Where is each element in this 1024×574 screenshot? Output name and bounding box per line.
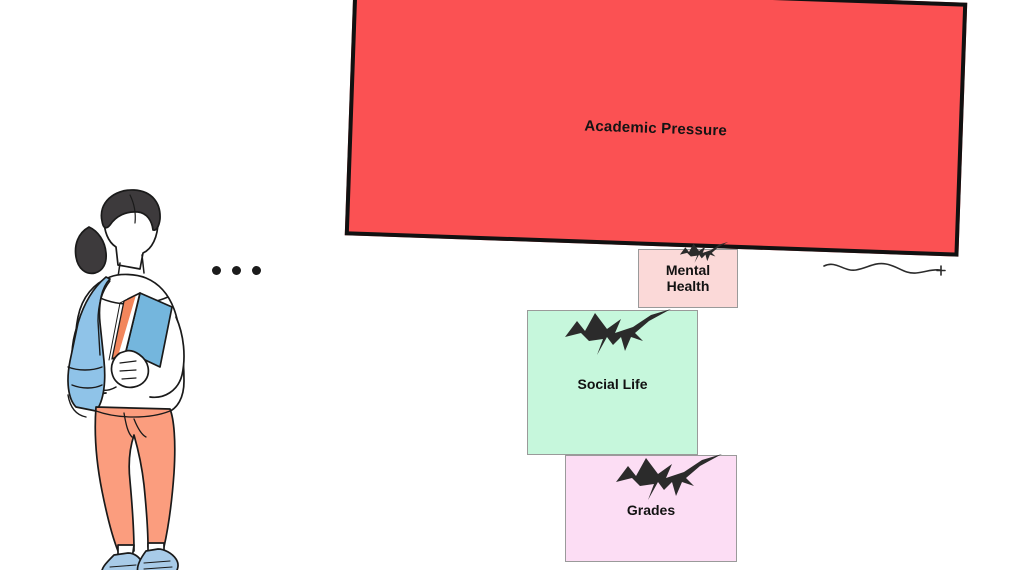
academic-pressure-label: Academic Pressure xyxy=(584,117,728,140)
category-box-social-life[interactable]: Social Life xyxy=(527,307,698,455)
backpack xyxy=(67,276,111,418)
shoe-right xyxy=(136,548,179,570)
pant-fold-2 xyxy=(133,418,147,438)
pant-fold-1 xyxy=(123,412,133,438)
crack-icon xyxy=(563,307,675,364)
ellipsis-dot xyxy=(252,266,261,275)
pants xyxy=(94,406,176,552)
arm-right xyxy=(149,316,185,399)
hair-part-line xyxy=(129,194,136,224)
waistline xyxy=(95,410,171,418)
hands xyxy=(110,349,150,389)
ellipsis-dot xyxy=(232,266,241,275)
category-label-social-life: Social Life xyxy=(577,376,648,392)
ellipsis-dots xyxy=(212,266,261,275)
category-label-mental-health: Mental Health xyxy=(639,262,737,294)
category-label-grades: Grades xyxy=(626,502,676,518)
hair-top xyxy=(100,189,161,231)
book xyxy=(108,292,173,368)
student-illustration xyxy=(48,185,208,570)
shoe-left xyxy=(101,552,144,570)
hair-ponytail xyxy=(74,226,107,275)
category-label-line2: Health xyxy=(666,278,710,295)
plus-icon xyxy=(936,265,946,276)
academic-pressure-block[interactable]: Academic Pressure xyxy=(344,0,968,257)
category-box-mental-health[interactable]: Mental Health xyxy=(638,241,738,308)
category-label-line1: Mental xyxy=(665,262,711,278)
ellipsis-dot xyxy=(212,266,221,275)
category-box-grades[interactable]: Grades xyxy=(565,452,737,562)
crack-icon xyxy=(614,452,726,509)
squiggle-accent xyxy=(822,258,952,280)
